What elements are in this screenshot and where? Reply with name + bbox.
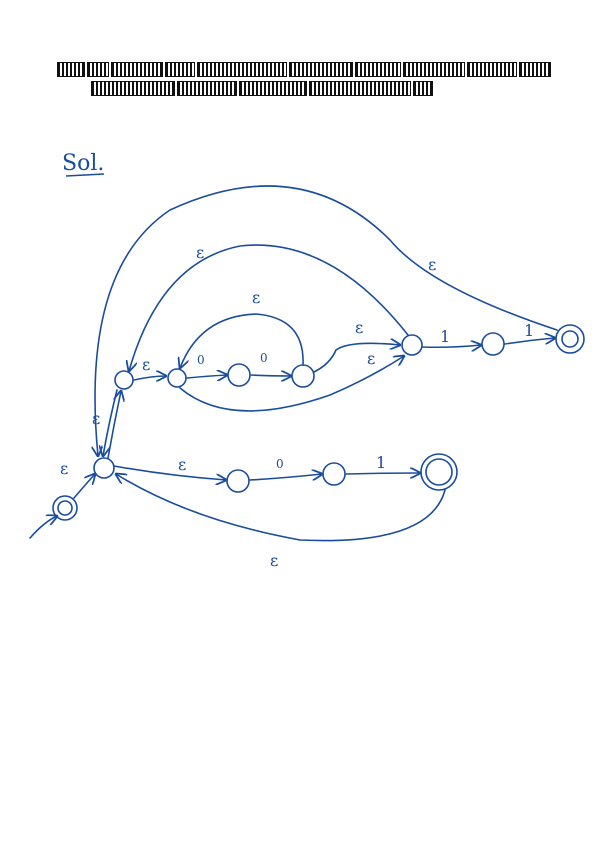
state-hub (93, 457, 115, 479)
edge-after00-back-loopstart (180, 313, 304, 368)
edge-lower1-to-lower2 (249, 474, 322, 481)
edge-join-back-upperhub (129, 244, 409, 371)
state-loop-start (167, 368, 187, 388)
state-lower-1 (226, 469, 250, 493)
label-after00-join: ε (355, 318, 363, 337)
label-loop-back: ε (252, 288, 260, 307)
edge-lower2-to-accept-lower (345, 473, 420, 474)
label-lower2-accept: 1 (376, 453, 386, 472)
label-lower1-lower2: 0 (276, 457, 284, 471)
edge-upperhub-to-loopstart (133, 376, 166, 380)
state-after-1 (481, 332, 505, 356)
edge-accept-upper-back-hub (95, 185, 558, 456)
state-join (401, 334, 423, 356)
label-start-hub: ε (60, 459, 68, 478)
label-join-after1: 1 (440, 327, 450, 346)
edge-after0-to-after00 (250, 375, 291, 376)
edge-incoming-start (29, 516, 57, 539)
state-after-00 (291, 364, 315, 388)
edge-start-to-hub (73, 474, 95, 499)
label-accept-lower-back: ε (270, 551, 278, 570)
label-upperhub-loopstart: ε (142, 355, 150, 374)
edge-after1-to-accept-upper (504, 338, 555, 345)
state-after-0 (227, 363, 251, 387)
label-hub-lower1: ε (178, 455, 186, 474)
label-accept-upper-back: ε (428, 255, 436, 274)
state-lower-2 (322, 462, 346, 486)
label-join-back: ε (196, 243, 204, 262)
state-start (52, 495, 78, 521)
edge-loopstart-to-join (179, 356, 404, 412)
edge-accept-lower-back-hub (116, 474, 446, 542)
edge-join-to-after1 (421, 345, 481, 347)
label-hub-upperhub: ε (92, 409, 100, 428)
solution-heading: Sol. (62, 151, 104, 176)
label-loopstart-join: ε (367, 349, 375, 368)
edge-hub-to-lower1 (113, 465, 226, 480)
state-upper-hub (114, 370, 134, 390)
label-loopstart-after0: 0 (197, 353, 205, 367)
redacted-line-1 (57, 62, 551, 77)
heading-underline (65, 173, 105, 177)
label-after0-after00: 0 (260, 351, 268, 365)
state-accept-lower (420, 453, 458, 491)
edge-upperhub-to-hub (103, 389, 118, 456)
state-accept-upper (555, 324, 585, 354)
edge-loopstart-to-after0 (186, 375, 227, 378)
edge-after00-to-join (313, 343, 400, 373)
redacted-question-text (0, 0, 595, 110)
redacted-line-2 (91, 81, 433, 96)
label-after1-accept: 1 (524, 321, 534, 340)
